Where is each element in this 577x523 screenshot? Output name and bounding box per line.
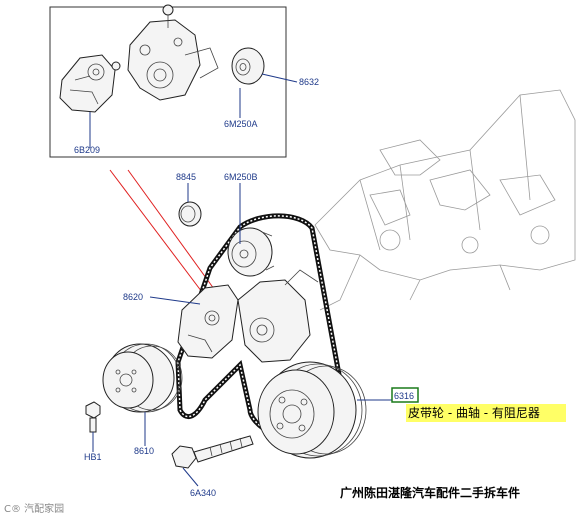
label-8845: 8845 [176,172,196,182]
inset-idler-pulley [231,47,265,85]
crankshaft-damper-pulley [257,361,367,459]
bolt-hb1 [85,401,101,433]
label-8610: 8610 [134,446,154,456]
belt-tensioner [177,269,319,363]
label-HB1: HB1 [84,452,102,462]
inset-tensioner-assembly [59,4,219,113]
water-pump-pulley [102,343,183,413]
watermark-logo: C® 汽配家园 [4,504,65,515]
label-8620: 8620 [123,292,143,302]
label-8632: 8632 [299,77,319,87]
pulley-cap [178,201,202,227]
callout-highlight: 皮带轮 - 曲轴 - 有阻尼器 [406,404,566,422]
label-6B209: 6B209 [74,145,100,155]
watermark-text: 广州陈田湛隆汽车配件二手拆车件 [340,486,521,500]
label-6M250B: 6M250B [224,172,258,182]
label-6A340: 6A340 [190,488,216,498]
leader-lines [89,73,392,487]
label-6316: 6316 [394,391,414,401]
callout-frame [391,387,419,403]
engine-block [314,89,576,311]
idler-pulley-upper [227,227,275,277]
label-6M250A: 6M250A [224,119,258,129]
crank-bolt [171,435,254,469]
